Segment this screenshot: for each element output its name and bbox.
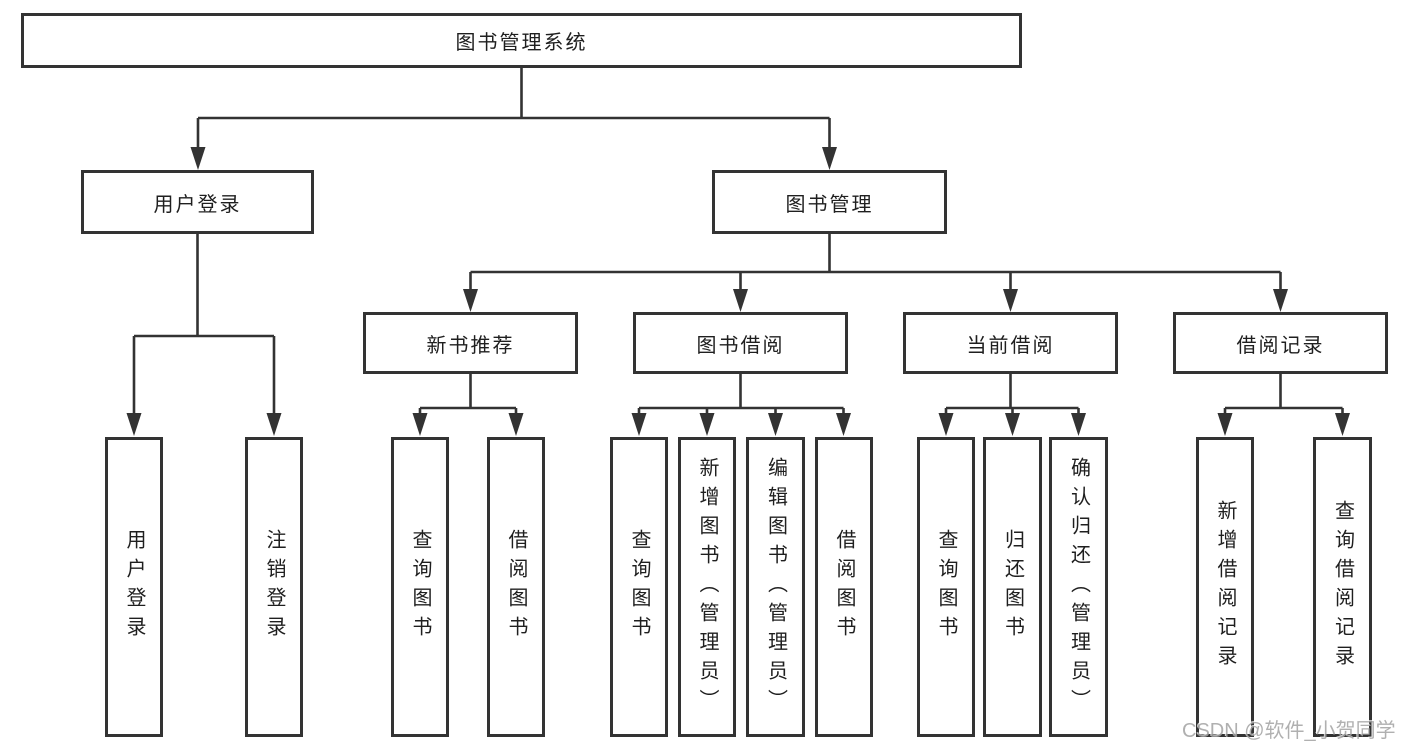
node-leaf-query-books-current: 查询图书 — [917, 437, 975, 737]
node-leaf-query-books-recommend: 查询图书 — [391, 437, 449, 737]
node-leaf-borrow-books-recommend: 借阅图书 — [487, 437, 545, 737]
node-book-borrowing: 图书借阅 — [633, 312, 848, 374]
node-new-book-recommend: 新书推荐 — [363, 312, 578, 374]
connector-user-login-to-leaves — [132, 234, 276, 414]
node-library-management-system: 图书管理系统 — [21, 13, 1022, 68]
connector-book-management-to-level3 — [469, 234, 1282, 290]
node-leaf-add-books-admin: 新增图书（管理员） — [678, 437, 736, 737]
node-leaf-logout: 注销登录 — [245, 437, 303, 737]
connector-root-to-level2 — [196, 68, 831, 150]
node-leaf-user-login: 用户登录 — [105, 437, 163, 737]
connector-book-borrowing-to-leaves — [637, 374, 845, 414]
node-current-borrowing: 当前借阅 — [903, 312, 1118, 374]
node-book-management: 图书管理 — [712, 170, 947, 234]
connector-borrowing-records-to-leaves — [1223, 374, 1344, 414]
arrowhead-icon — [126, 147, 1350, 436]
node-leaf-borrow-books: 借阅图书 — [815, 437, 873, 737]
node-leaf-confirm-return-admin: 确认归还（管理员） — [1049, 437, 1108, 737]
node-user-login: 用户登录 — [81, 170, 314, 234]
node-leaf-query-books-borrowing: 查询图书 — [610, 437, 668, 737]
node-borrowing-records: 借阅记录 — [1173, 312, 1388, 374]
watermark: CSDN @软件_小贺同学 — [1182, 720, 1396, 742]
node-leaf-add-borrow-record: 新增借阅记录 — [1196, 437, 1254, 737]
node-leaf-return-books: 归还图书 — [983, 437, 1042, 737]
connector-current-borrowing-to-leaves — [944, 374, 1080, 414]
connector-new-book-to-leaves — [418, 374, 518, 414]
node-leaf-edit-books-admin: 编辑图书（管理员） — [746, 437, 805, 737]
node-leaf-query-borrow-record: 查询借阅记录 — [1313, 437, 1372, 737]
